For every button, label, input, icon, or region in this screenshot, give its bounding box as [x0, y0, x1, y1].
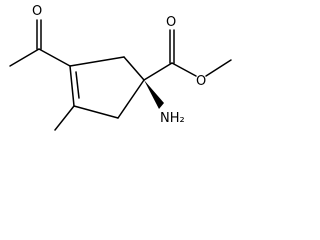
wedge-bond-amine — [144, 80, 164, 109]
atom-label-ester-oxygen: O — [196, 74, 206, 89]
atom-label-ketone-oxygen: O — [32, 4, 42, 19]
bond-ring-c1-c5 — [117, 79, 145, 119]
bond-ring-double-inner — [75, 71, 80, 99]
bond-ring-c2-c1 — [123, 56, 145, 81]
bond-ring-c5-c4 — [73, 105, 119, 119]
structure-canvas: O O O NH₂ — [0, 0, 242, 140]
bond-ring-methyl — [54, 105, 75, 131]
bond-ring-c4-c3 — [69, 65, 75, 107]
atom-label-carbonyl-oxygen: O — [166, 15, 176, 30]
bond-methyl-acetyl — [9, 48, 40, 67]
bond-acetyl-carbonyl-to-ring — [38, 48, 71, 67]
atom-label-amine: NH₂ — [160, 111, 185, 126]
bond-ester-c-o — [171, 62, 197, 77]
bond-ester-o-methyl — [205, 59, 232, 77]
structure-diagram: O O O NH₂ — [9, 4, 232, 131]
bond-c1-ester-carbon — [143, 62, 173, 81]
bond-ring-c3-c2 — [69, 56, 125, 67]
